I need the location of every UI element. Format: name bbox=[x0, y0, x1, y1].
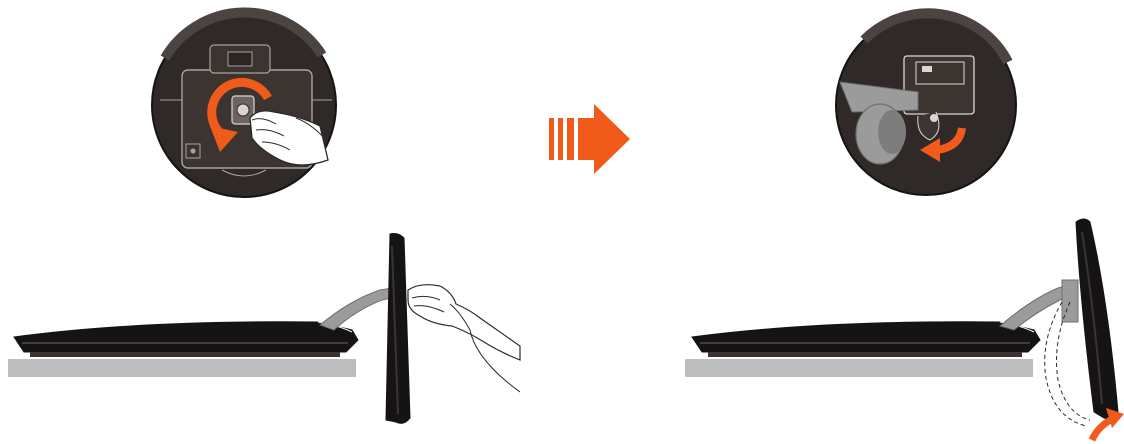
hinge-knob-shade bbox=[878, 110, 906, 154]
upright-panel-2 bbox=[1076, 219, 1118, 418]
bracket-tab bbox=[922, 66, 932, 72]
monitor-body-lying-2 bbox=[692, 322, 1040, 352]
monitor-body-base-strip bbox=[30, 352, 340, 357]
step-2 bbox=[685, 13, 1124, 440]
arrow-tail-bar-1 bbox=[549, 118, 554, 160]
bracket-bolt bbox=[930, 114, 938, 122]
base-plate-notch bbox=[228, 52, 252, 66]
arrow-tail-bar-3 bbox=[567, 118, 574, 160]
plate-small-hole-dot bbox=[191, 149, 196, 154]
table-surface-2 bbox=[685, 359, 1033, 377]
screw-detail-circle bbox=[152, 12, 336, 197]
arrow-head bbox=[578, 104, 630, 174]
screw-head bbox=[237, 104, 249, 116]
hinge-detail-circle bbox=[836, 13, 1016, 195]
monitor-panel-upright-illustration bbox=[685, 219, 1124, 440]
stand-arm bbox=[320, 288, 392, 330]
table-surface bbox=[8, 359, 356, 377]
monitor-face-down-illustration bbox=[8, 234, 520, 424]
hand-lifting-panel-icon bbox=[408, 285, 520, 392]
step-1 bbox=[8, 12, 520, 423]
monitor-body-lying bbox=[14, 322, 358, 352]
monitor-body-base-strip-2 bbox=[708, 352, 1022, 357]
arrow-tail-bar-2 bbox=[558, 118, 563, 160]
right-arrow-icon bbox=[549, 104, 630, 174]
